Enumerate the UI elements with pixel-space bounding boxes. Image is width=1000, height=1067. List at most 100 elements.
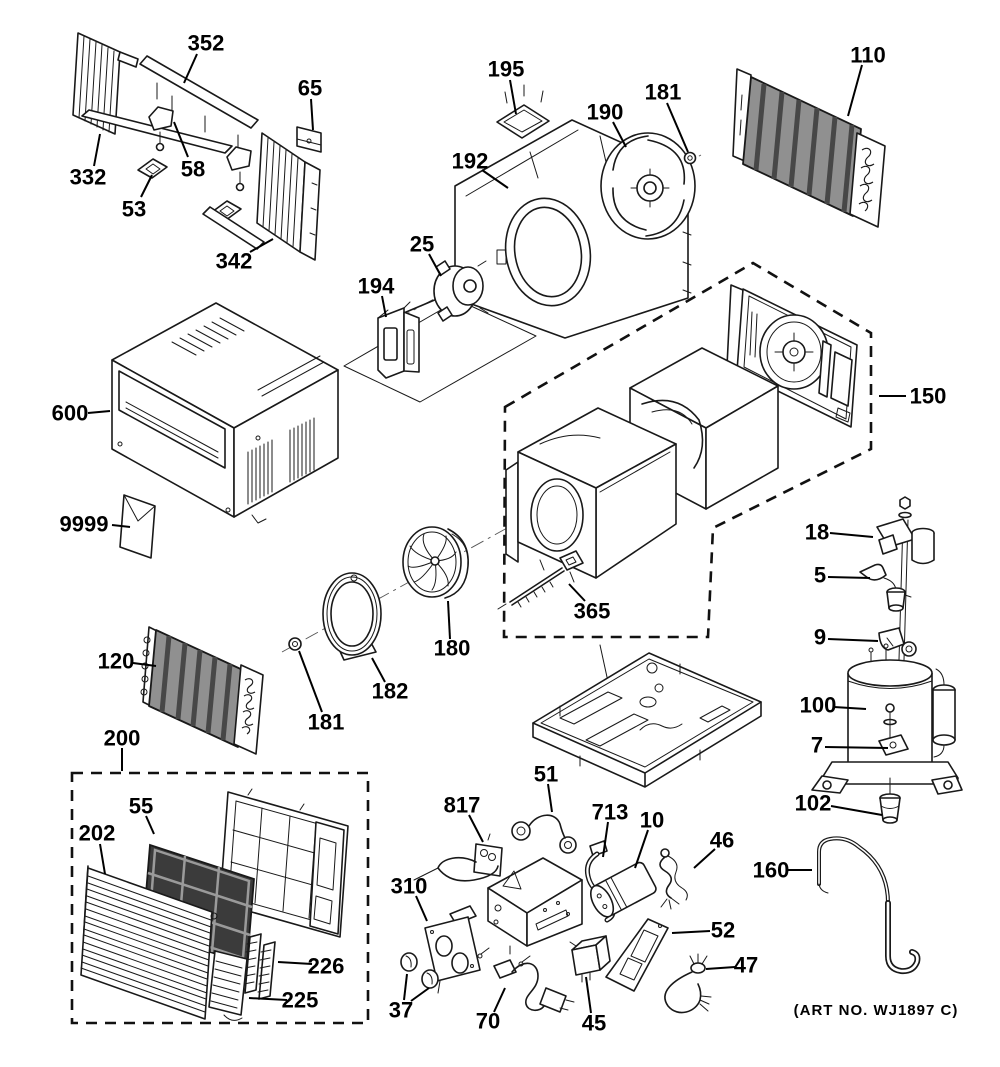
callout-180-blower-wheel: 180 — [434, 636, 471, 661]
compressor-stack — [811, 496, 963, 824]
callout-192-fan-shroud: 192 — [452, 149, 489, 174]
side-curtain-left-332 — [72, 32, 233, 154]
callout-leader-225 — [248, 997, 288, 1001]
callout-leader-100 — [833, 706, 867, 710]
callout-181-shaft-grommet: 181 — [308, 710, 345, 735]
callout-leader-53 — [140, 174, 153, 198]
callout-leader-47 — [705, 966, 736, 970]
art-number-text: (ART NO. WJ1897 C) — [794, 1002, 959, 1019]
motor-bracket-194 — [377, 301, 420, 379]
callout-9-terminal-gasket: 9 — [814, 625, 826, 650]
side-curtain-right-342 — [202, 132, 321, 261]
louver-226 — [243, 933, 276, 1000]
capacitor-10 — [589, 861, 657, 918]
callout-342-side-curtain-right: 342 — [216, 249, 253, 274]
callout-leader-195 — [509, 79, 517, 115]
callout-leader-180 — [447, 600, 451, 640]
louver-frame-225 — [208, 950, 248, 1021]
curtain-top-rail-352 — [139, 55, 259, 152]
shaft-grommet-181-mid — [288, 637, 302, 651]
callout-600-cabinet: 600 — [52, 401, 89, 426]
callout-110-condenser-coil: 110 — [850, 43, 886, 68]
callout-102-compressor-grommet: 102 — [795, 791, 832, 816]
power-cord-70 — [477, 947, 575, 1013]
callout-leader-52 — [671, 930, 711, 934]
callout-182-blower-ring: 182 — [372, 679, 409, 704]
callout-leader-25 — [428, 253, 442, 277]
wire-harness-47 — [664, 953, 712, 1014]
fan-assembly — [343, 84, 702, 403]
callout-37-control-knobs: 37 — [389, 998, 413, 1023]
callout-194-motor-bracket: 194 — [358, 274, 395, 299]
callout-leader-226 — [277, 961, 313, 965]
compressor-overload-18 — [876, 518, 935, 565]
callout-10-capacitor: 10 — [640, 808, 664, 833]
callout-58-curtain-clip: 58 — [181, 157, 205, 182]
callout-18-compressor-overload: 18 — [805, 520, 829, 545]
callout-leader-110 — [847, 64, 863, 117]
callout-45-switch: 45 — [582, 1011, 606, 1036]
callout-leader-202 — [99, 843, 106, 875]
wire-harness-46 — [659, 848, 688, 910]
compressor-grommet-102 — [879, 777, 901, 824]
callout-25-fan-motor: 25 — [410, 232, 434, 257]
callout-817-thermostat: 817 — [444, 793, 481, 818]
callout-70-power-cord: 70 — [476, 1009, 500, 1034]
callout-leader-10 — [634, 829, 649, 869]
callout-leader-600 — [87, 410, 111, 414]
callout-leader-352 — [183, 53, 198, 84]
callout-leader-190 — [612, 121, 627, 148]
scroll-housing-front — [505, 407, 677, 583]
callout-leader-194 — [381, 295, 387, 318]
callout-332-side-curtain-left: 332 — [70, 165, 107, 190]
callout-leader-7 — [824, 746, 889, 749]
callout-53-curtain-clip: 53 — [122, 197, 146, 222]
thermostat-sensor-365 — [497, 550, 584, 610]
curtain-clip-58 — [148, 106, 252, 192]
callout-120-evaporator-coil: 120 — [98, 649, 135, 674]
callout-leader-51 — [547, 783, 553, 813]
callout-160-discharge-tube: 160 — [753, 858, 790, 883]
callout-leader-365 — [568, 583, 586, 602]
air-handler-assembly-150 — [497, 284, 858, 610]
rear-grille-panel — [726, 284, 858, 428]
callout-9999-literature-envelope: 9999 — [60, 512, 109, 537]
switch-45 — [569, 935, 611, 983]
blower-group — [281, 477, 599, 661]
callout-195-motor-mount-frame: 195 — [488, 57, 525, 82]
callout-leader-9999 — [111, 524, 131, 528]
callout-leader-55 — [145, 815, 155, 835]
evaporator-coil-120 — [140, 626, 264, 755]
callout-51-wire-harness: 51 — [534, 762, 558, 787]
callout-leader-9 — [827, 638, 879, 642]
callout-226-louver: 226 — [308, 954, 345, 979]
controls-group — [400, 814, 712, 1014]
callout-7-compressor-mount: 7 — [811, 733, 823, 758]
base-pan — [532, 644, 762, 788]
callout-225-louver-frame: 225 — [282, 988, 319, 1013]
callout-leader-5 — [827, 576, 871, 579]
callout-352-curtain-top-rail: 352 — [188, 31, 225, 56]
cabinet-600 — [111, 302, 339, 524]
callout-190-condenser-fan-blade: 190 — [587, 100, 624, 125]
callout-leader-37 — [410, 987, 430, 1002]
callout-leader-46 — [693, 848, 716, 869]
callout-layer: 352 65 332 58 53 342 195 190 181 192 110 25 194 150 60… — [52, 31, 947, 1036]
callout-150-air-handler-assembly: 150 — [910, 384, 947, 409]
callout-65-support-bracket: 65 — [298, 76, 322, 101]
literature-envelope-9999 — [119, 494, 156, 559]
control-knobs-37 — [400, 952, 439, 989]
retainer-clip-5 — [859, 563, 912, 612]
shaft-grommet-181-top — [683, 151, 697, 165]
callout-5-retainer-clip: 5 — [814, 563, 826, 588]
mount-nut — [899, 496, 911, 510]
access-panel-52 — [605, 918, 669, 992]
compressor-mount-7 — [878, 703, 909, 756]
blower-wheel-180 — [402, 526, 469, 599]
condenser-coil-110 — [732, 68, 886, 228]
callout-leader-45 — [585, 976, 592, 1014]
callout-leader-58 — [173, 121, 189, 158]
terminal-gasket-9 — [878, 627, 917, 657]
